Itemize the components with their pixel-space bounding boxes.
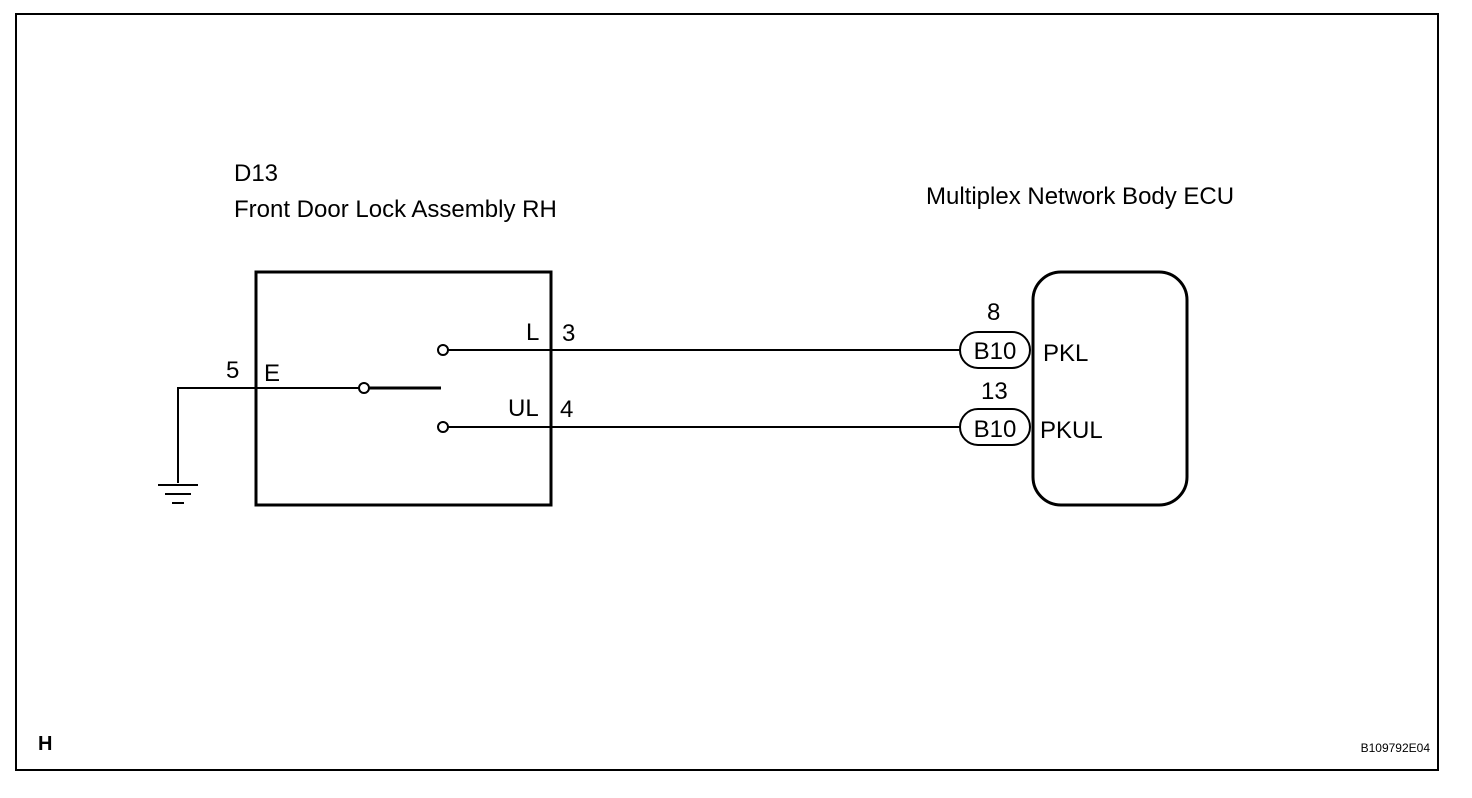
ecu-box	[1031, 270, 1189, 507]
ground-wire	[177, 387, 256, 483]
unlock-contact	[437, 421, 449, 433]
terminal-l-name: L	[526, 319, 539, 346]
component-code: D13	[234, 160, 278, 187]
ecu-pin-number-1: 8	[987, 299, 1000, 326]
ecu-signal-2: PKUL	[1040, 417, 1103, 444]
terminal-l-pin: 3	[562, 320, 575, 347]
terminal-e-pin: 5	[226, 357, 239, 384]
connector-code-2: B10	[974, 416, 1017, 443]
connector-code-1: B10	[974, 338, 1017, 365]
terminal-ul-pin: 4	[560, 396, 573, 423]
terminal-ul-name: UL	[508, 395, 539, 422]
ecu-pin-number-2: 13	[981, 378, 1008, 405]
ecu-signal-1: PKL	[1043, 340, 1088, 367]
lock-contact	[437, 344, 449, 356]
figure-id: B109792E04	[1361, 741, 1431, 755]
component-name: Front Door Lock Assembly RH	[234, 196, 557, 223]
diagram-frame	[15, 13, 1439, 771]
connector-badge-1	[959, 331, 1031, 369]
switch-pivot-contact	[358, 382, 370, 394]
connector-badge-2	[959, 408, 1031, 446]
corner-letter: H	[38, 733, 52, 755]
ecu-name: Multiplex Network Body ECU	[926, 183, 1234, 210]
terminal-e-name: E	[264, 360, 280, 387]
